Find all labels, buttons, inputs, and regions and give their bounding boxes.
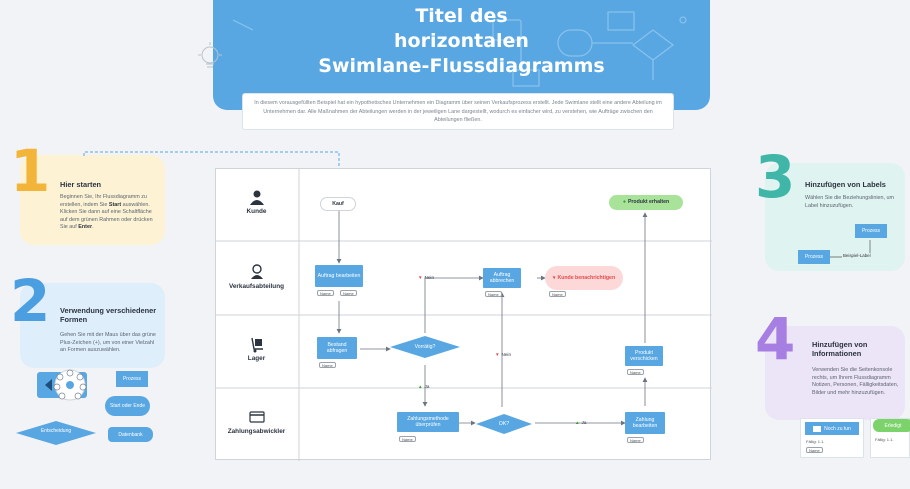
info-example-node-b[interactable]: Erledigt bbox=[873, 419, 910, 432]
node-kunde-benachrichtigen[interactable]: ▾Kunde benachrichtigen bbox=[545, 266, 623, 290]
tag-abbrechen: Name bbox=[485, 291, 502, 297]
swimlane-grid bbox=[216, 169, 712, 461]
label-example-prozess-left[interactable]: Prozess bbox=[798, 250, 830, 264]
lane-label-kunde: Kunde bbox=[246, 208, 267, 215]
step-number-2: 2 bbox=[10, 267, 51, 335]
edge-label-nein-2: ▼Nein bbox=[495, 352, 511, 357]
card-hier-starten bbox=[20, 155, 165, 245]
dolly-icon bbox=[251, 337, 263, 353]
image-icon bbox=[813, 425, 822, 432]
node-vorratig-label: Vorrätig? bbox=[414, 344, 436, 350]
tag-bestand: Name bbox=[319, 362, 336, 368]
card-3-text: Wählen Sie die Beziehungslinien, um Labe… bbox=[805, 195, 894, 209]
credit-card-icon bbox=[249, 411, 265, 423]
info-example-node-a[interactable]: Noch zu tun bbox=[805, 422, 859, 435]
card-1-text: Beginnen Sie, Ihr Flussdiagramm zu erste… bbox=[60, 194, 153, 230]
swimlane-diagram bbox=[215, 168, 712, 461]
label-example-text: Beispiel-Label bbox=[842, 253, 872, 258]
card-4-text: Verwenden Sie die Seitenkonsole rechts, … bbox=[812, 367, 899, 396]
tag-benachrichtigen: Name bbox=[549, 291, 566, 297]
label-example-prozess-top[interactable]: Prozess bbox=[855, 224, 887, 238]
node-kauf[interactable]: Kauf bbox=[320, 197, 356, 211]
step-number-1: 1 bbox=[10, 137, 51, 205]
node-ok-label: OK? bbox=[498, 421, 510, 427]
tag-auftrag-1: Name bbox=[317, 290, 334, 296]
lightbulb-icon bbox=[198, 42, 222, 68]
edge-label-ja-1: ▲Ja bbox=[418, 384, 430, 389]
lane-label-zahlungsabwickler: Zahlungsabwickler bbox=[227, 428, 286, 435]
check-icon: ● bbox=[622, 199, 626, 206]
title-line-2: horizontalen bbox=[394, 30, 529, 52]
tag-zahlungsmethode: Name bbox=[399, 436, 416, 442]
tag-verschicken: Name bbox=[627, 369, 644, 375]
info-example-date-a: Fällig: 1.1. bbox=[806, 439, 825, 444]
node-zahlung-bearbeiten[interactable]: Zahlung bearbeiten bbox=[625, 412, 665, 434]
node-produkt-erhalten[interactable]: ●Produkt erhalten bbox=[609, 195, 683, 210]
yes-icon: ▲ bbox=[418, 384, 423, 389]
edge-label-ja-2: ▲Ja bbox=[575, 420, 587, 425]
person-icon bbox=[250, 190, 264, 205]
edge-label-nein-1: ▼Nein bbox=[418, 275, 434, 280]
card-4-title: Hinzufügen von Informationen bbox=[812, 340, 868, 358]
card-3-title: Hinzufügen von Labels bbox=[805, 180, 886, 189]
title-line-3: Swimlane-Flussdiagramms bbox=[318, 55, 605, 77]
card-2-text: Gehen Sie mit der Maus über das grüne Pl… bbox=[60, 332, 156, 353]
node-vorratig-diamond[interactable] bbox=[389, 335, 461, 359]
node-bestand-abfragen[interactable]: Bestand abfragen bbox=[317, 337, 357, 359]
node-produkt-verschicken[interactable]: Produkt verschicken bbox=[625, 346, 663, 366]
lane-label-verkaufsabteilung: Verkaufsabteilung bbox=[228, 283, 285, 290]
page-title: Titel des horizontalen Swimlane-Flussdia… bbox=[213, 4, 710, 79]
lane-label-lager: Lager bbox=[247, 355, 266, 362]
description-box: In diesem vorausgefüllten Beispiel hat e… bbox=[242, 93, 674, 130]
yes-icon: ▲ bbox=[575, 420, 580, 425]
card-informationen bbox=[765, 326, 905, 420]
step-number-4: 4 bbox=[755, 305, 796, 373]
header-banner: Titel des horizontalen Swimlane-Flussdia… bbox=[213, 0, 710, 110]
info-example-date-b: Fällig: 1.1. bbox=[875, 437, 894, 442]
card-labels bbox=[765, 163, 905, 271]
tag-zahlung: Name bbox=[627, 437, 644, 443]
info-example-node-a-label: Noch zu tun bbox=[824, 425, 851, 432]
title-line-1: Titel des bbox=[415, 5, 508, 27]
salesperson-icon bbox=[251, 264, 263, 279]
card-1-title: Hier starten bbox=[60, 180, 102, 189]
step-number-3: 3 bbox=[755, 143, 796, 211]
tag-auftrag-2: Name bbox=[340, 290, 357, 296]
shape-entscheidung-label: Entscheidung bbox=[40, 428, 72, 434]
flow-connectors bbox=[336, 211, 648, 426]
card-2-title: Verwendung verschiedener Formen bbox=[60, 306, 157, 324]
info-example-tag-a: Name bbox=[806, 447, 823, 453]
header-decoration bbox=[232, 11, 687, 87]
shape-prozess[interactable]: Prozess bbox=[116, 371, 148, 387]
node-auftrag-bearbeiten[interactable]: Auftrag bearbeiten bbox=[315, 265, 363, 287]
shape-picker-wheel[interactable] bbox=[40, 366, 98, 404]
shape-entscheidung-diamond[interactable] bbox=[14, 420, 98, 446]
no-icon: ▼ bbox=[495, 352, 500, 357]
shape-start-ende[interactable]: Start oder Ende bbox=[105, 396, 150, 416]
node-zahlungsmethode[interactable]: Zahlungsmethode überprüfen bbox=[397, 412, 459, 432]
node-auftrag-abbrechen[interactable]: Auftrag abbrechen bbox=[483, 268, 521, 288]
node-ok-diamond[interactable] bbox=[475, 413, 533, 435]
alert-icon: ▾ bbox=[552, 274, 556, 281]
no-icon: ▼ bbox=[418, 275, 423, 280]
card-formen bbox=[20, 283, 165, 368]
shape-datenbank[interactable]: Datenbank bbox=[108, 427, 153, 442]
